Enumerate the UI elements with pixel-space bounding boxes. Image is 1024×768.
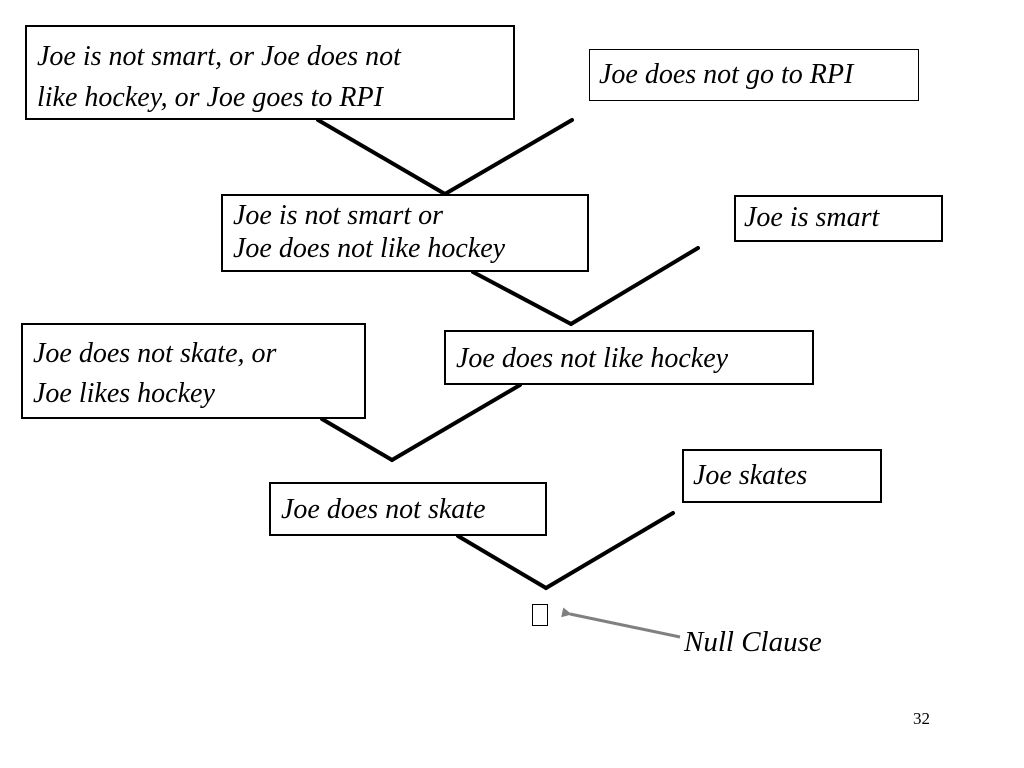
clause-text: Joe skates	[693, 460, 808, 491]
connector-top-left-to-resolvent-1	[316, 118, 447, 196]
connector-resolvent-3-to-null	[456, 534, 548, 590]
clause-box-resolvent-2: Joe does not like hockey	[444, 330, 814, 385]
clause-box-resolvent-3: Joe does not skate	[269, 482, 547, 536]
clause-text-line: Joe does not skate, or	[33, 338, 277, 369]
clause-text: Joe does not go to RPI	[599, 59, 854, 90]
empty-box-icon	[532, 604, 548, 626]
slide-number: 32	[913, 709, 930, 728]
clause-box-rule-skate: Joe does not skate, or Joe likes hockey	[21, 323, 366, 419]
clause-text-line: Joe does not like hockey	[233, 233, 506, 264]
connector-resolvent-2-to-resolvent-3	[390, 383, 522, 462]
connector-top-right-to-resolvent-1	[443, 118, 574, 196]
clause-box-top-left: Joe is not smart, or Joe does not like h…	[25, 25, 515, 120]
null-clause-arrow	[561, 607, 681, 639]
clause-text: Joe does not skate	[281, 494, 486, 525]
connector-resolvent-1-to-resolvent-2	[471, 270, 573, 326]
clause-text-line: Joe is not smart, or Joe does not	[37, 41, 401, 72]
clause-text: Joe does not like hockey	[456, 343, 729, 374]
clause-text-line: Joe likes hockey	[33, 378, 215, 409]
clause-box-top-right: Joe does not go to RPI	[589, 49, 919, 101]
clause-box-fact-smart: Joe is smart	[734, 195, 943, 242]
connector-fact-smart-to-resolvent-2	[569, 246, 700, 326]
clause-box-fact-skates: Joe skates	[682, 449, 882, 503]
null-clause-label: Null Clause	[684, 626, 822, 658]
clause-text-line: Joe is not smart or	[233, 200, 443, 231]
clause-text: Joe is smart	[744, 202, 880, 233]
connector-fact-skates-to-null	[544, 511, 675, 590]
connector-rule-skate-to-resolvent-3	[320, 417, 394, 462]
clause-text-line: like hockey, or Joe goes to RPI	[37, 82, 383, 113]
clause-box-resolvent-1: Joe is not smart or Joe does not like ho…	[221, 194, 589, 272]
